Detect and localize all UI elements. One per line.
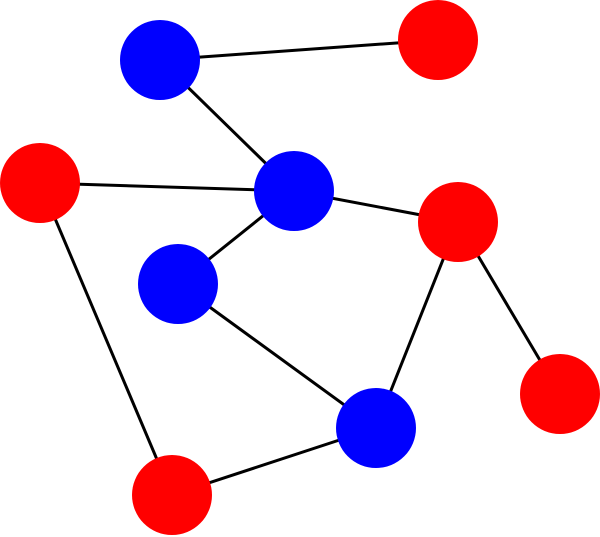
node-blue-b4 bbox=[336, 388, 416, 468]
node-red-r3 bbox=[418, 182, 498, 262]
node-blue-b3 bbox=[138, 244, 218, 324]
edge-r2-r5 bbox=[38, 182, 174, 496]
node-blue-b2 bbox=[254, 151, 334, 231]
node-blue-b1 bbox=[120, 20, 200, 100]
node-red-r5 bbox=[132, 455, 212, 535]
edge-b1-r1 bbox=[159, 38, 439, 62]
node-red-r2 bbox=[0, 143, 80, 223]
node-red-r1 bbox=[398, 0, 478, 80]
node-red-r4 bbox=[520, 354, 600, 434]
edges-layer bbox=[38, 38, 562, 497]
edge-r2-b2 bbox=[39, 181, 295, 193]
edge-b3-b4 bbox=[177, 282, 377, 430]
